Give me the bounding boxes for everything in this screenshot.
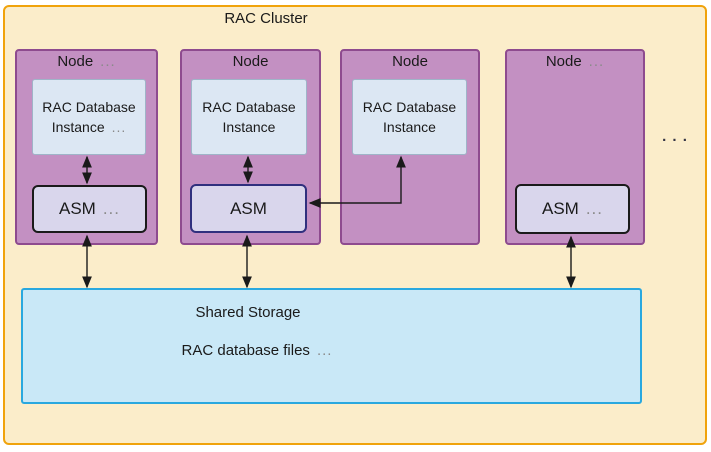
asm-2-label: ASM	[230, 198, 267, 218]
storage-files-ellipsis: ...	[316, 342, 333, 359]
node-2-rac-database-instance: RAC Database Instance	[191, 79, 307, 155]
node-1-rac-database-instance: RAC Database Instance...	[32, 79, 146, 155]
asm-4-ellipsis: ...	[585, 199, 603, 218]
asm-4-label: ASM	[541, 199, 579, 218]
shared-storage-title: Shared Storage	[195, 304, 301, 321]
rac-database-files-label: RAC database files...	[181, 342, 333, 359]
node-1-title: Node...	[15, 53, 158, 71]
instance-2-line1: RAC Database	[202, 99, 296, 115]
instance-1-ellipsis: ...	[111, 119, 127, 135]
node-4-label: Node	[545, 53, 582, 70]
more-nodes-ellipsis: . . .	[662, 128, 688, 145]
instance-3-line1: RAC Database	[362, 99, 457, 115]
asm-1-ellipsis: ...	[102, 199, 120, 218]
node-1-asm: ASM...	[32, 185, 147, 233]
node-2-asm: ASM	[190, 184, 307, 233]
node-4-ellipsis: ...	[588, 53, 605, 70]
diagram-title: RAC Cluster	[224, 10, 308, 27]
node-1-ellipsis: ...	[100, 53, 116, 70]
instance-3-line2: Instance	[383, 119, 436, 135]
instance-1-line1: RAC Database	[42, 99, 136, 115]
instance-1-line2: Instance...	[51, 119, 127, 135]
shared-storage-box	[21, 288, 642, 404]
node-2-title: Node	[180, 53, 321, 71]
node-3-rac-database-instance: RAC Database Instance	[352, 79, 467, 155]
node-3-title: Node	[340, 53, 480, 71]
node-1-label: Node	[57, 53, 94, 70]
node-4-asm: ASM...	[515, 184, 630, 234]
node-2-label: Node	[232, 53, 269, 70]
instance-2-line2: Instance	[222, 119, 276, 135]
node-3-label: Node	[392, 53, 428, 70]
node-4-title: Node...	[505, 53, 645, 71]
asm-1-label: ASM	[58, 199, 96, 218]
